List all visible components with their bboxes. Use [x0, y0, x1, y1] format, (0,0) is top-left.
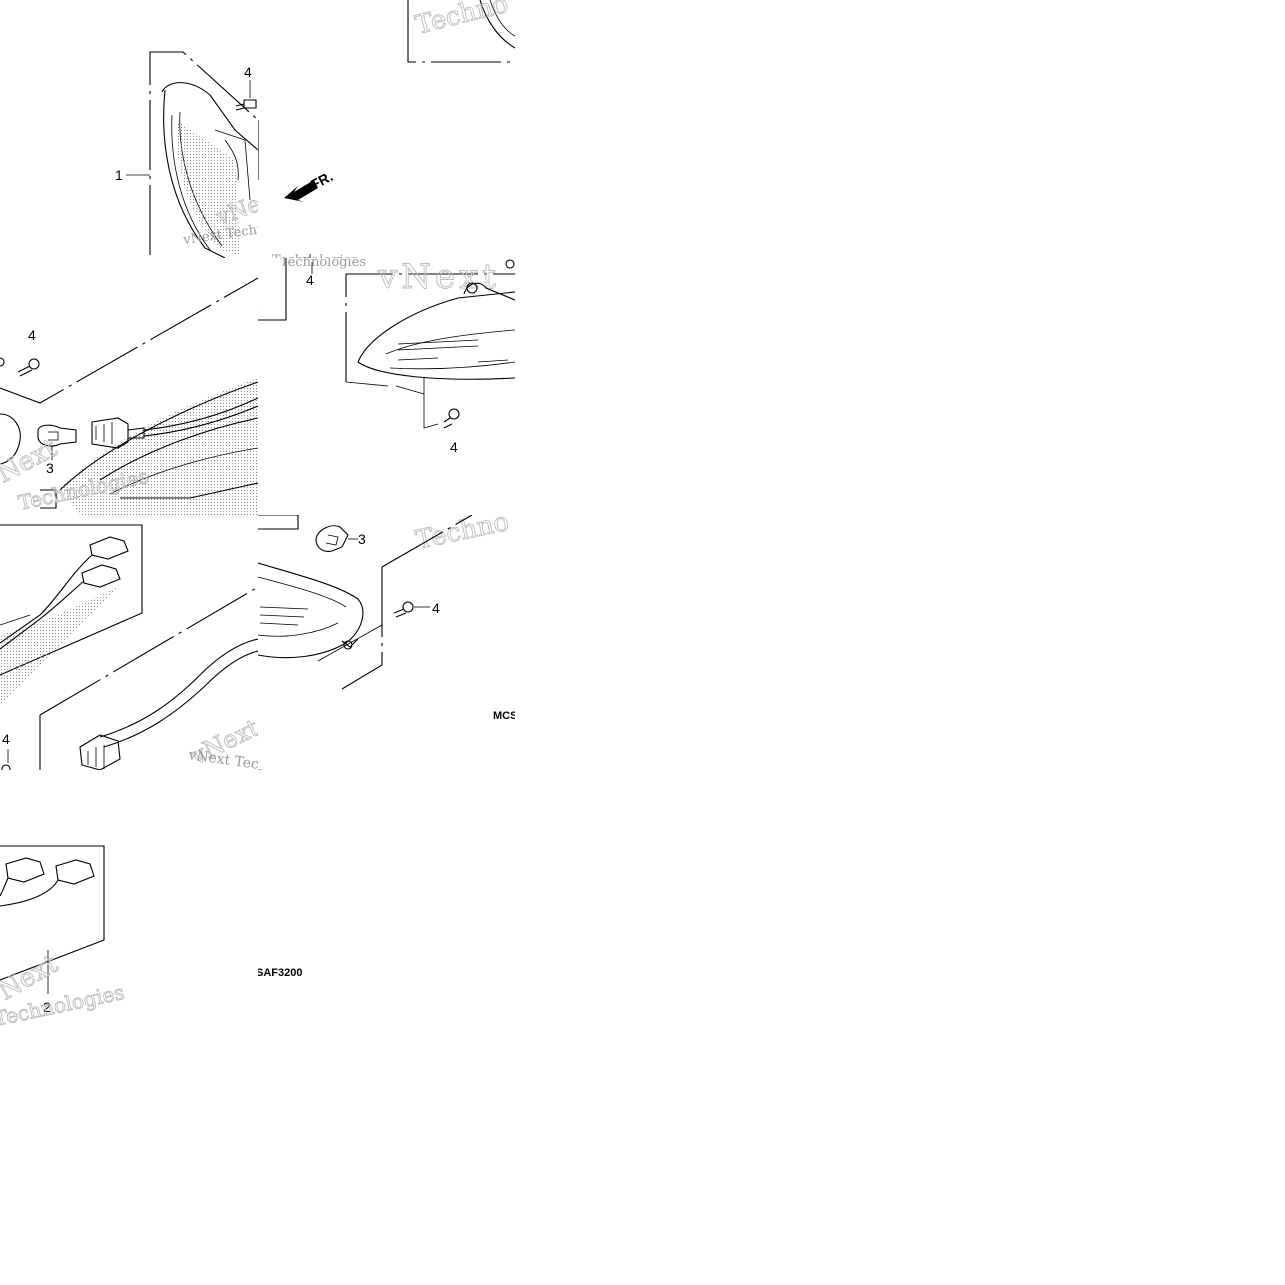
harness-bracket [0, 524, 143, 676]
bolt-icon [393, 601, 414, 618]
bulb-icon [37, 424, 77, 447]
connector-icon [81, 536, 129, 588]
callout-2: 2 [43, 999, 51, 1015]
tile-front-arrow: Techno FR. Technologies [258, 0, 515, 258]
diagram-code-left: SAF3200 [258, 967, 302, 979]
frame-bracket [149, 51, 258, 255]
front-arrow-drawing: Techno FR. Technologies [258, 0, 515, 258]
callout-4-rear: 4 [450, 439, 458, 455]
lamp-outer [163, 89, 226, 258]
frame-bracket-side [341, 515, 473, 690]
bolt-icon [235, 99, 257, 111]
harness-drawing: 4 vNext vNext Technologies [0, 524, 258, 770]
bolt-icon [505, 259, 515, 269]
callout-4-mid: 4 [28, 327, 36, 343]
frame-bracket-rear [345, 273, 515, 382]
tile-connectors-bottom: 2 vNext Technologies vNext [0, 770, 258, 1028]
tile-bulb-socket: 4 3 vNext Technologies [0, 258, 258, 515]
bolt-icon [443, 408, 460, 429]
bulb-socket-drawing: 4 3 vNext Technologies [0, 277, 258, 515]
callout-3-side: 3 [358, 531, 366, 547]
bulb-icon [315, 525, 349, 552]
side-marker-drawing: Techno 3 4 MCS Technologies [258, 515, 515, 770]
callout-4-harness: 4 [2, 731, 10, 747]
callout-4-side: 4 [432, 600, 440, 616]
watermark-brand-g: vNext [239, 770, 258, 774]
watermark-brand-d: vNext [377, 258, 500, 297]
lamp-upper-edge [357, 291, 515, 363]
frame-bracket-long [39, 586, 258, 770]
front-direction-arrow-icon [284, 180, 318, 202]
callout-4-top: 4 [244, 64, 252, 80]
callout-1: 1 [115, 167, 123, 183]
connector-icon [5, 857, 95, 885]
watermark-short-b: Techno [412, 0, 511, 41]
diagram-code-right: MCS [493, 710, 515, 722]
rear-lamp-drawing: vNext 4 Technologies 4 [258, 258, 515, 455]
code-bottom-drawing: SAF3200 [258, 967, 302, 979]
socket-icon [79, 734, 121, 770]
tile-headlight-top: 4 1 vNext Technologies vNext [0, 0, 258, 258]
connectors-bottom-drawing: 2 vNext Technologies vNext [0, 770, 258, 1028]
headlight-top-drawing: 4 1 vNext Technologies vNext [115, 51, 258, 258]
watermark-short-f: Techno [413, 515, 512, 556]
bolt-icon [17, 358, 40, 377]
side-lamp-outline [258, 562, 364, 659]
frame-bracket-diagonal [0, 277, 258, 404]
tile-side-marker: Techno 3 4 MCS Technologies [258, 515, 515, 770]
lamp-top [161, 82, 258, 151]
callout-4-top-rear: 4 [306, 272, 314, 288]
tile-code-bottom: SAF3200 [258, 770, 515, 1028]
socket-icon [91, 417, 145, 449]
frame-bracket-top [407, 0, 515, 63]
watermark-word-b: Technologies [272, 253, 358, 258]
tile-rear-lamp: vNext 4 Technologies 4 [258, 258, 515, 515]
callout-3-mid: 3 [46, 460, 54, 476]
tile-harness: 4 vNext vNext Technologies [0, 515, 258, 770]
watermark-word-d: Technologies [280, 258, 366, 270]
connector-bracket [0, 845, 105, 981]
